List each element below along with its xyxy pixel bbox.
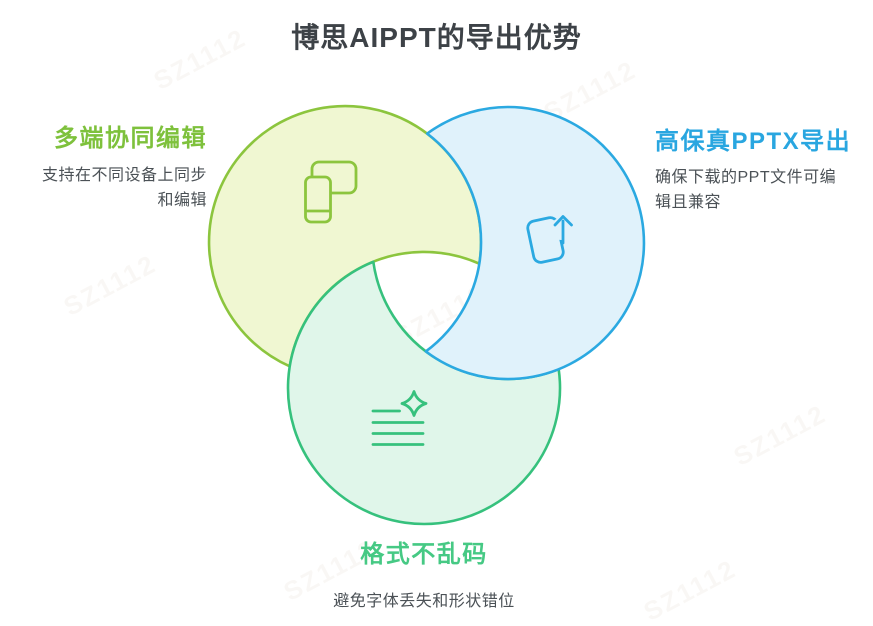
export-arrow-icon [526, 215, 573, 264]
label-description: 支持在不同设备上同步 和编辑 [0, 163, 207, 213]
label-pptx-export: 高保真PPTX导出 确保下载的PPT文件可编 辑且兼容 [655, 127, 865, 215]
description-line: 和编辑 [157, 192, 207, 209]
description-line: 辑且兼容 [655, 194, 722, 211]
label-description: 确保下载的PPT文件可编 辑且兼容 [655, 165, 865, 215]
phone-shape [304, 175, 332, 224]
label-heading: 高保真PPTX导出 [655, 128, 852, 155]
label-heading: 格式不乱码 [360, 541, 488, 568]
venn-circle-export [424, 105, 646, 381]
description-line: 避免字体丢失和形状错位 [333, 593, 515, 610]
devices-icon [304, 160, 358, 224]
sparkle-shape [400, 390, 428, 417]
label-heading: 多端协同编辑 [54, 125, 207, 152]
description-line: 确保下载的PPT文件可编 [655, 169, 837, 186]
label-description: 避免字体丢失和形状错位 [333, 589, 515, 614]
label-format-intact: 格式不乱码 避免字体丢失和形状错位 [333, 540, 515, 614]
page-title: 博思AIPPT的导出优势 [291, 22, 582, 53]
description-line: 支持在不同设备上同步 [41, 167, 207, 184]
arrow-head [553, 215, 573, 227]
sparkle-list-icon [371, 390, 428, 446]
label-multi-device: 多端协同编辑 支持在不同设备上同步 和编辑 [0, 124, 207, 213]
